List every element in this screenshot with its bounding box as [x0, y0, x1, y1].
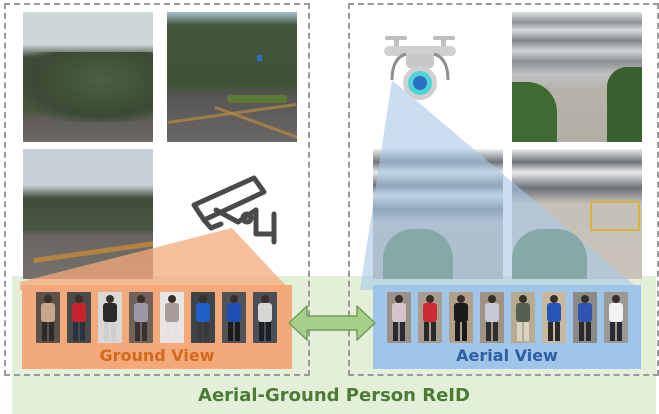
ground-person-tile-5: [160, 292, 184, 343]
aerial-photo-1: [512, 12, 642, 142]
aerial-person-tile-5: [511, 292, 535, 343]
aerial-person-tile-6: [542, 292, 566, 343]
aerial-person-tile-2: [418, 292, 442, 343]
aerial-view-label: Aerial View: [456, 346, 558, 365]
aerial-person-tile-7: [573, 292, 597, 343]
ground-person-tile-7: [222, 292, 246, 343]
ground-person-tile-6: [191, 292, 215, 343]
drone-icon: [384, 36, 456, 100]
aerial-person-tile-1: [387, 292, 411, 343]
ground-person-tile-8: [253, 292, 277, 343]
cctv-camera-icon: [191, 175, 277, 245]
aerial-person-tile-4: [480, 292, 504, 343]
ground-person-tile-2: [67, 292, 91, 343]
diagram-title: Aerial-Ground Person ReID: [198, 385, 470, 406]
aerial-tiles: [387, 292, 637, 344]
double-arrow-icon: [288, 305, 376, 341]
ground-tiles: [36, 292, 286, 344]
ground-photo-1: [23, 12, 153, 142]
ground-view-label: Ground View: [99, 346, 215, 365]
aerial-person-tile-8: [604, 292, 628, 343]
aerial-person-tile-3: [449, 292, 473, 343]
ground-person-tile-4: [129, 292, 153, 343]
ground-scene-container: [4, 3, 310, 376]
aerial-scene-container: [348, 3, 659, 376]
ground-photo-2: [167, 12, 297, 142]
ground-person-tile-1: [36, 292, 60, 343]
ground-person-tile-3: [98, 292, 122, 343]
